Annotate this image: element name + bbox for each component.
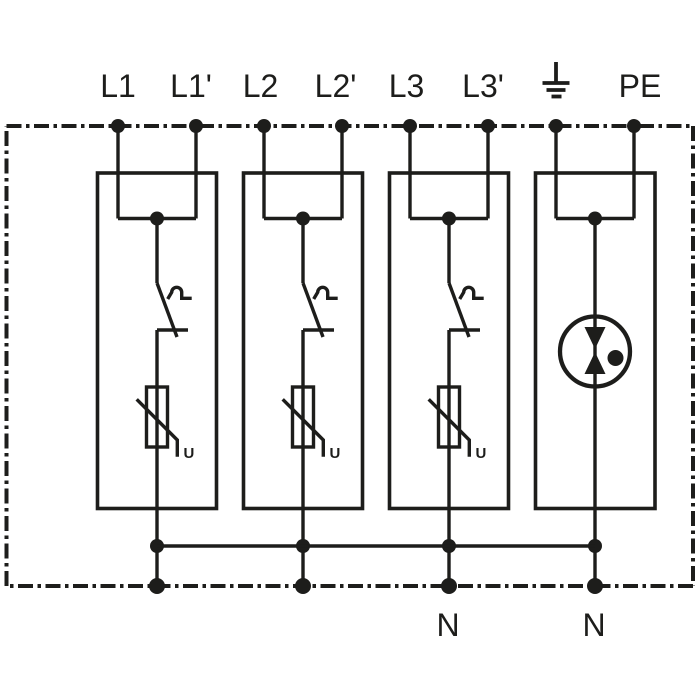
protection-path-4 <box>533 119 657 594</box>
terminal-dot <box>549 119 563 133</box>
terminal-label-l2p: L2' <box>315 68 357 104</box>
terminal-label-pe: PE <box>619 68 662 104</box>
junction-dot <box>442 211 456 226</box>
terminal-dot <box>403 119 417 133</box>
thermal-disconnect-switch-icon <box>447 282 484 338</box>
spark-gap-icon <box>557 314 633 389</box>
protection-path-3: U <box>387 119 511 594</box>
thermal-trip-mark <box>166 285 192 300</box>
junction-dot <box>296 211 310 226</box>
protection-path-2: U <box>241 119 365 594</box>
terminal-label-l2: L2 <box>243 68 279 104</box>
terminal-label-l1p: L1' <box>170 68 212 104</box>
terminal-dot <box>335 119 349 133</box>
varistor-body <box>290 385 316 449</box>
earth-ground-icon <box>542 62 570 99</box>
enclosure-boundary <box>4 124 695 588</box>
thermal-disconnect-switch-icon <box>301 282 338 338</box>
neutral-label-1: N <box>436 607 459 643</box>
boundary-junction-dot <box>587 578 603 594</box>
varistor-voltage-label: U <box>184 445 195 462</box>
terminal-dot <box>481 119 495 133</box>
terminal-dot <box>111 119 125 133</box>
neutral-label-2: N <box>582 607 605 643</box>
thermal-disconnect-switch-icon <box>155 282 192 338</box>
varistor-icon: U <box>281 385 341 462</box>
spark-gap-electrode-top <box>584 327 606 349</box>
varistor-body <box>144 385 170 449</box>
boundary-junction-dot <box>441 578 457 594</box>
switch-blade <box>155 282 179 338</box>
varistor-voltage-label: U <box>476 445 487 462</box>
varistor-strike <box>281 398 325 457</box>
junction-dot <box>588 211 602 226</box>
terminal-label-l1: L1 <box>100 68 136 104</box>
varistor-icon: U <box>427 385 487 462</box>
protection-path-1: U <box>95 119 219 594</box>
spark-gap-dot <box>607 350 624 366</box>
varistor-strike <box>427 398 471 457</box>
terminal-dot <box>189 119 203 133</box>
terminal-dot <box>257 119 271 133</box>
terminal-label-l3: L3 <box>389 68 425 104</box>
thermal-trip-mark <box>312 285 338 300</box>
varistor-strike <box>135 398 179 457</box>
junction-dot <box>150 211 164 226</box>
varistor-voltage-label: U <box>330 445 341 462</box>
boundary-junction-dot <box>295 578 311 594</box>
terminal-label-l3p: L3' <box>462 68 504 104</box>
bottom-terminal-labels: N N <box>436 607 605 643</box>
thermal-trip-mark <box>458 285 484 300</box>
top-terminal-labels: L1 L1' L2 L2' L3 L3' PE <box>100 62 661 104</box>
terminal-dot <box>627 119 641 133</box>
switch-blade <box>447 282 471 338</box>
spark-gap-electrode-bottom <box>584 352 606 374</box>
varistor-body <box>436 385 462 449</box>
spark-gap-circle <box>557 314 633 389</box>
varistor-icon: U <box>135 385 195 462</box>
boundary-junction-dot <box>149 578 165 594</box>
switch-blade <box>301 282 325 338</box>
